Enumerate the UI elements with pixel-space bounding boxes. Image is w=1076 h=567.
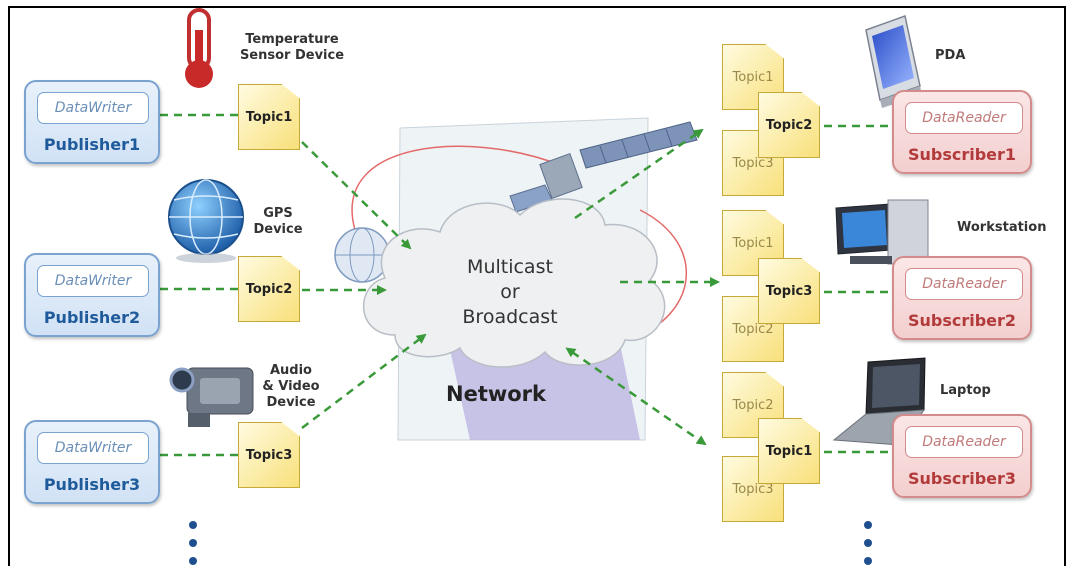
subscriber2-datareader: DataReader <box>905 268 1023 300</box>
workstation-icon <box>835 199 929 265</box>
publisher3-datawriter: DataWriter <box>37 432 149 464</box>
publisher3-box: DataWriter Publisher3 <box>24 420 160 504</box>
publisher-more-dots <box>189 521 197 565</box>
temperature-sensor-label: Temperature Sensor Device <box>232 32 352 64</box>
audio-label-line3: Device <box>266 395 316 410</box>
sub2-topic-bottom: Topic2 <box>722 296 784 362</box>
subscriber3-datareader: DataReader <box>905 426 1023 458</box>
publisher1-label: Publisher1 <box>43 135 141 154</box>
pda-label: PDA <box>935 48 966 63</box>
cloud-line1: Multicast <box>467 256 553 278</box>
audio-video-device-label: Audio & Video Device <box>256 363 326 411</box>
cloud-line2: or <box>500 281 520 303</box>
gps-device-label: GPS Device <box>248 206 308 238</box>
publisher2-label: Publisher2 <box>43 308 141 327</box>
subscriber3-label: Subscriber3 <box>907 469 1017 488</box>
workstation-label: Workstation <box>957 220 1047 235</box>
sub3-topic-front: Topic1 <box>758 418 820 484</box>
audio-label-line2: & Video <box>262 379 320 394</box>
network-label: Network <box>446 382 547 406</box>
subscriber3-box: DataReader Subscriber3 <box>892 414 1032 498</box>
publisher1-topic: Topic1 <box>238 84 300 150</box>
temperature-label-line2: Sensor Device <box>239 48 345 63</box>
gps-label-line1: GPS <box>263 206 293 221</box>
publisher3-topic: Topic3 <box>238 422 300 488</box>
subscriber1-box: DataReader Subscriber1 <box>892 90 1032 174</box>
audio-label-line1: Audio <box>269 363 312 378</box>
gps-label-line2: Device <box>253 222 303 237</box>
temperature-sensor-icon <box>185 8 213 88</box>
topic-to-network-arrows <box>301 141 427 429</box>
diagram-frame <box>8 6 1066 566</box>
subscriber2-box: DataReader Subscriber2 <box>892 256 1032 340</box>
sub2-topic-front: Topic3 <box>758 258 820 324</box>
publisher1-datawriter: DataWriter <box>37 92 149 124</box>
subscriber-more-dots <box>864 521 872 565</box>
publisher2-box: DataWriter Publisher2 <box>24 253 160 337</box>
subscriber1-datareader: DataReader <box>905 102 1023 134</box>
sub1-topic-front: Topic2 <box>758 92 820 158</box>
cloud-label: Multicast or Broadcast <box>430 255 590 330</box>
network-to-subscriber-arrows <box>565 128 720 446</box>
topic-to-subscriber-links <box>824 124 892 454</box>
publisher3-label: Publisher3 <box>43 475 141 494</box>
satellite-icon <box>509 121 698 213</box>
publisher2-datawriter: DataWriter <box>37 265 149 297</box>
publisher1-box: DataWriter Publisher1 <box>24 80 160 164</box>
temperature-label-line1: Temperature <box>245 32 339 47</box>
cloud-line3: Broadcast <box>462 306 558 328</box>
gps-globe-icon <box>168 179 244 263</box>
network-cloud <box>362 198 666 368</box>
video-camera-icon <box>169 367 254 427</box>
subscriber1-label: Subscriber1 <box>907 145 1017 164</box>
publisher2-topic: Topic2 <box>238 256 300 322</box>
laptop-label: Laptop <box>940 383 991 398</box>
network-globe-icon <box>334 227 390 283</box>
subscriber2-label: Subscriber2 <box>907 311 1017 330</box>
